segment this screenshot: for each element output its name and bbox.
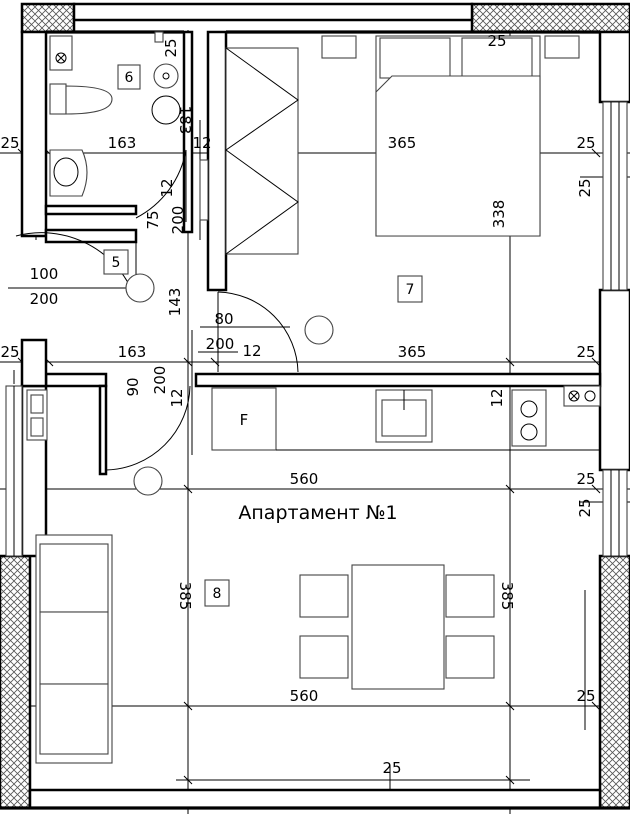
chair (445, 574, 495, 618)
dining-table (351, 564, 445, 690)
dim-label: 25 (162, 38, 180, 57)
apartment-title: Апартамент №1 (238, 502, 397, 524)
light-fixture (151, 95, 181, 125)
dim-label: 200 (206, 335, 235, 353)
dim-label: 90 (124, 377, 142, 396)
column-top-right (470, 2, 630, 34)
column-left (0, 554, 32, 810)
room-5-label: 5 (112, 255, 121, 271)
shower-drain-icon (153, 63, 179, 89)
dim-label: 560 (290, 470, 319, 488)
dim-label: 12 (242, 342, 261, 360)
bedroom-furniture (199, 35, 580, 255)
room-6-label: 6 (125, 70, 134, 86)
column-top-left (20, 2, 76, 34)
dim-label: 75 (144, 210, 162, 229)
nightstand (321, 35, 357, 59)
windows (5, 101, 628, 730)
doors (15, 95, 334, 496)
dim-label: 365 (388, 134, 417, 152)
dim-label: 163 (108, 134, 137, 152)
toilet-tank (49, 83, 67, 115)
dim-label: 25 (382, 759, 401, 777)
fridge-label: F (240, 411, 249, 429)
dim-label: 385 (176, 582, 194, 611)
chair (299, 574, 349, 618)
dim-label: 25 (487, 32, 506, 50)
dim-label: 25 (576, 178, 594, 197)
dim-label: 12 (158, 178, 176, 197)
chair (445, 635, 495, 679)
dim-label: 80 (214, 310, 233, 328)
dim-label: 25 (576, 343, 595, 361)
light-fixture (304, 315, 334, 345)
dim-label: 25 (0, 343, 19, 361)
dimension-labels: 25 25 25 163 12 365 25 25 183 12 75 200 … (0, 32, 595, 777)
dim-label: 200 (151, 366, 169, 395)
dim-label: 25 (576, 687, 595, 705)
light-fixture (133, 466, 163, 496)
dim-label: 25 (576, 470, 595, 488)
blanket (375, 75, 541, 237)
dim-label: 25 (576, 498, 594, 517)
room-labels: 6 5 7 8 (103, 64, 423, 607)
dim-label: 200 (169, 206, 187, 235)
light-fixture (125, 273, 155, 303)
bathroom (49, 31, 179, 197)
dim-label: 338 (490, 200, 508, 229)
pillow (379, 37, 451, 79)
dim-label: 12 (168, 388, 186, 407)
room-7-label: 7 (406, 282, 415, 298)
column-right (598, 554, 630, 810)
dim-label: 25 (576, 134, 595, 152)
chair (299, 635, 349, 679)
kitchen: F (26, 385, 601, 451)
sink-icon (49, 149, 88, 197)
living-furniture (35, 534, 495, 764)
cooktop-icon (511, 389, 547, 447)
dim-label: 12 (488, 388, 506, 407)
dim-label: 200 (30, 290, 59, 308)
dim-label: 365 (398, 343, 427, 361)
dim-label: 25 (0, 134, 19, 152)
dim-label: 143 (166, 288, 184, 317)
wardrobe (225, 47, 299, 255)
fridge (211, 387, 277, 451)
dim-label: 385 (498, 582, 516, 611)
room-8-label: 8 (213, 586, 222, 602)
toilet-icon (65, 85, 113, 115)
dim-label: 163 (118, 343, 147, 361)
dim-label: 560 (290, 687, 319, 705)
dim-label: 100 (30, 265, 59, 283)
dim-label: 183 (176, 106, 194, 135)
nightstand (544, 35, 580, 59)
dim-label: 12 (192, 134, 211, 152)
